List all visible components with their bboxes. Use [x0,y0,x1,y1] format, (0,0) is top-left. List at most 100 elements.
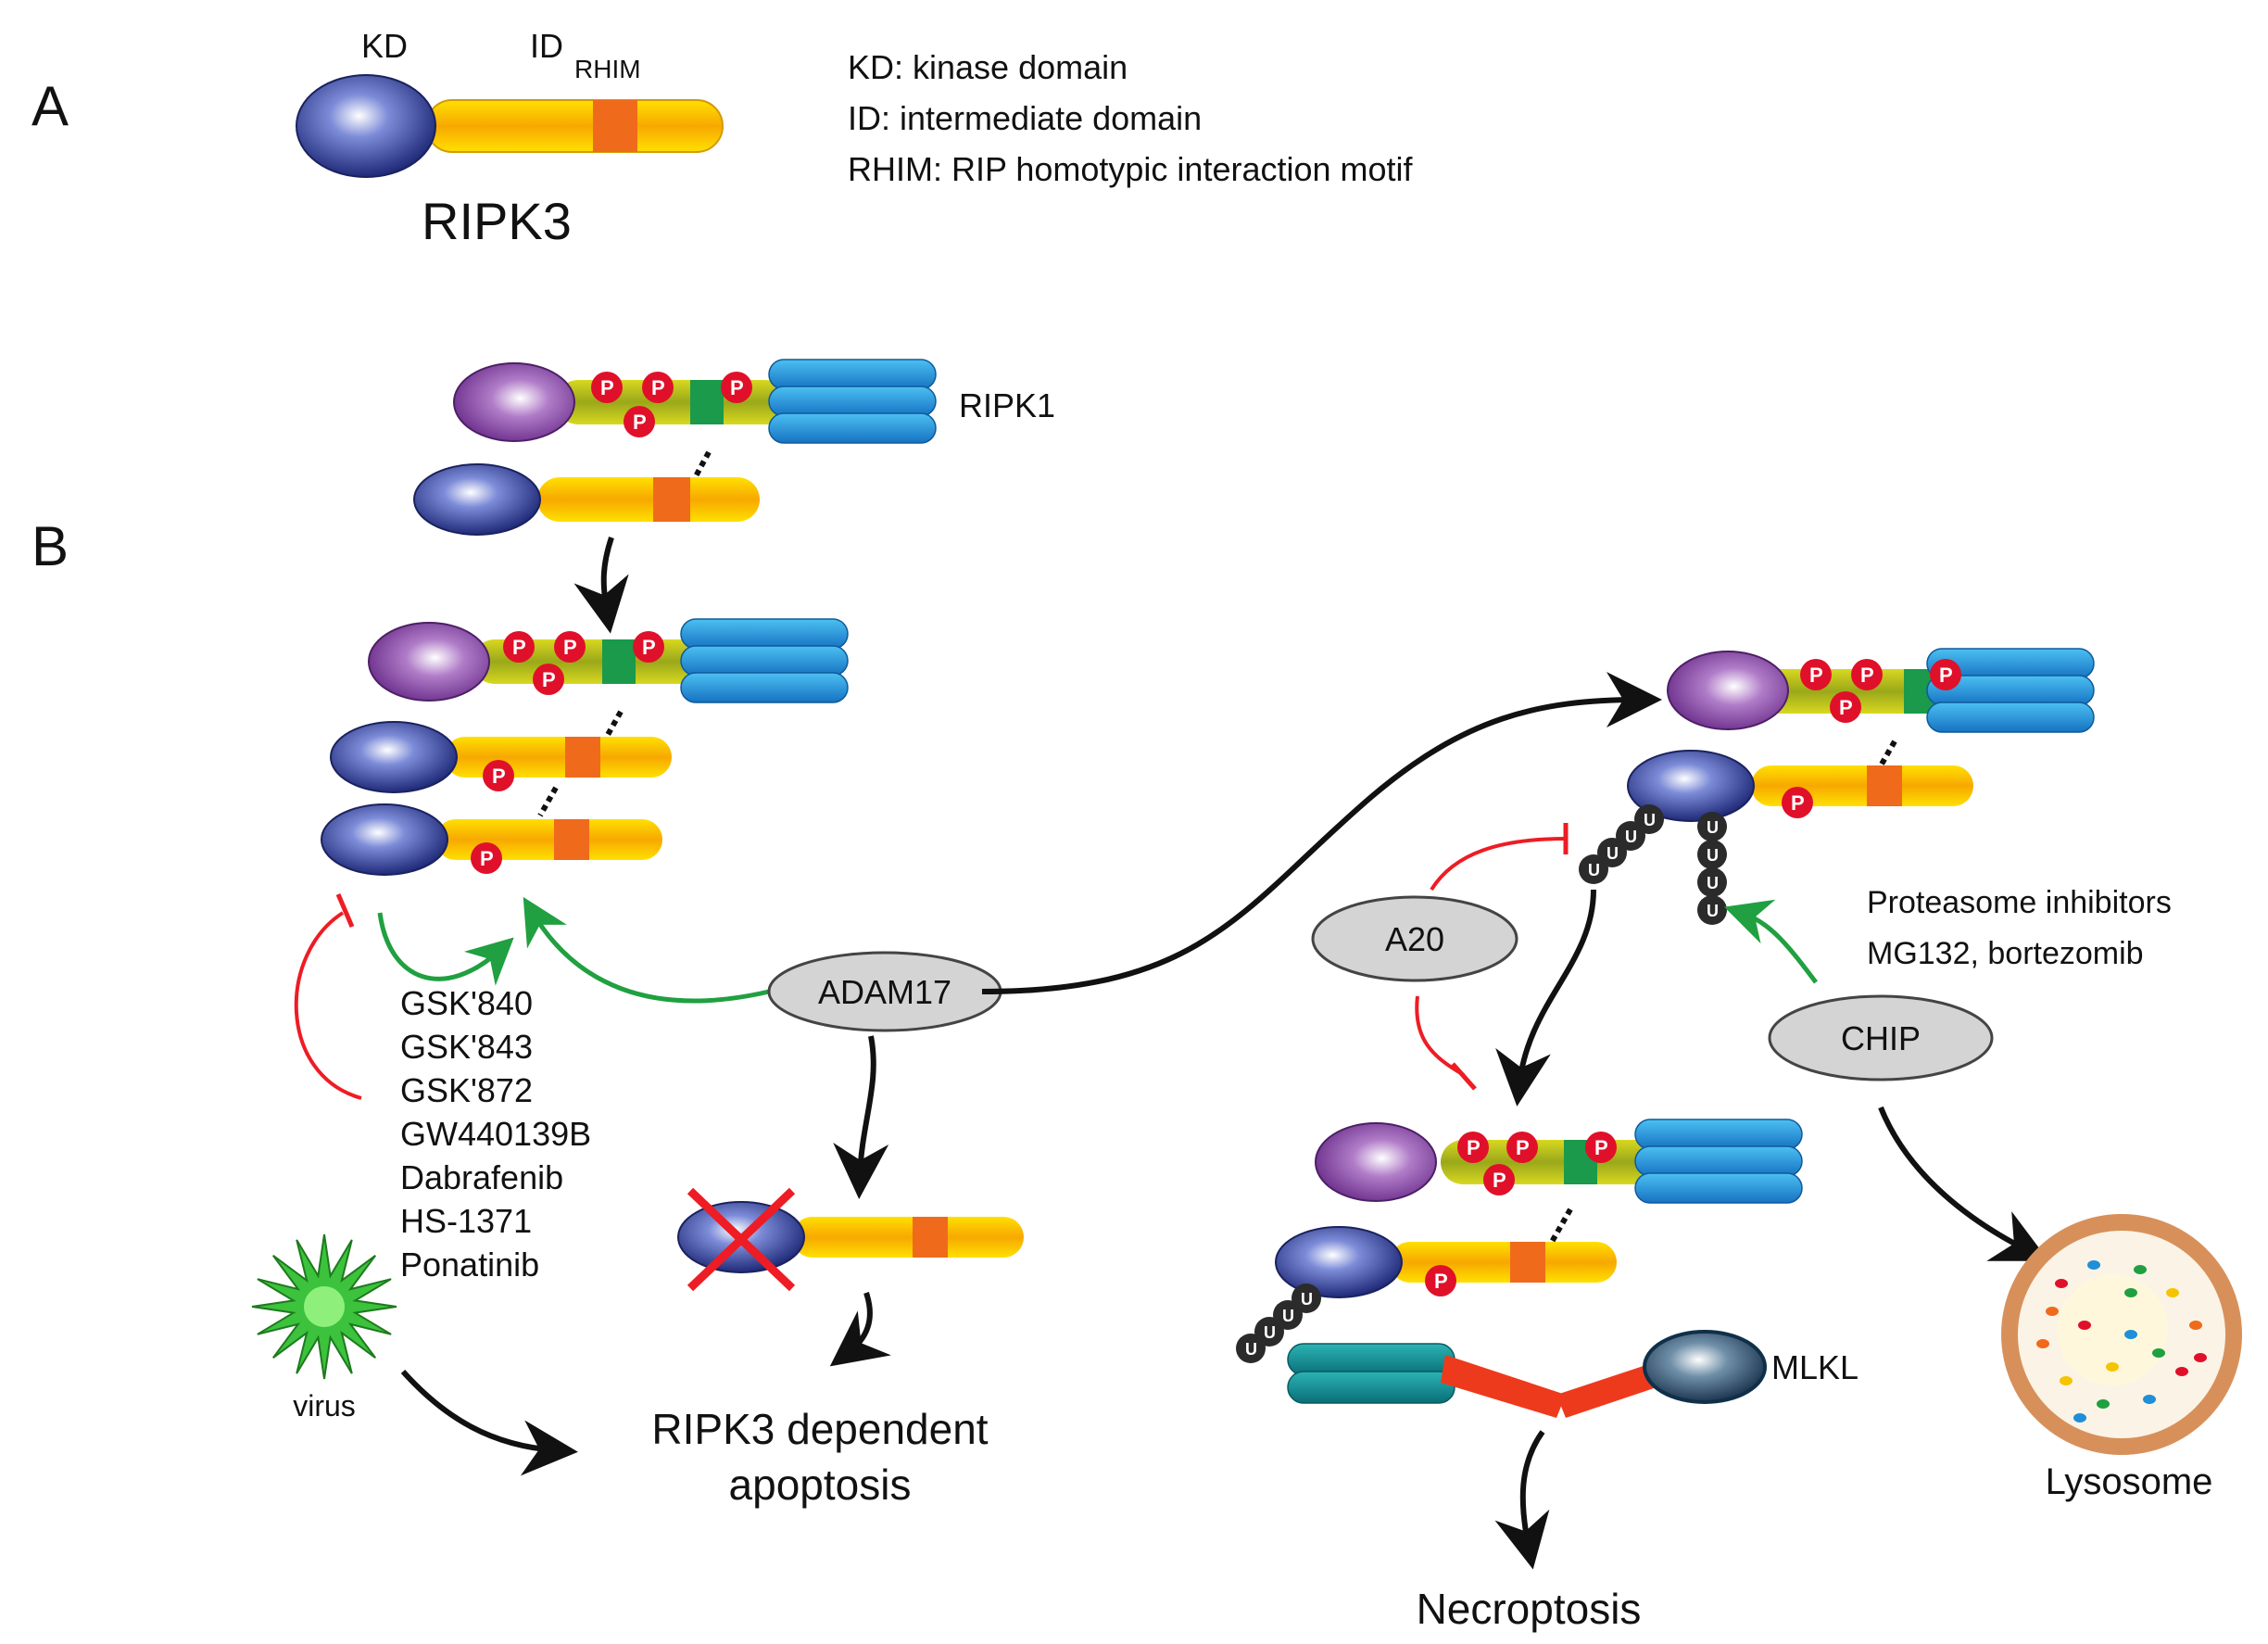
necroptosis-complex-arrow [1495,889,1596,1107]
legend-kd: KD: kinase domain [848,48,1128,86]
necrosome-complex: P P P P P U U U U [1236,1119,1803,1363]
svg-text:P: P [1493,1169,1506,1192]
cleavage-arrow [833,1035,889,1199]
kinase-domain-icon [296,74,436,178]
phospho-site: P [624,406,655,437]
adam17-node: ADAM17 [767,951,1002,1032]
svg-text:P: P [1939,664,1953,687]
svg-text:U: U [1707,818,1719,837]
legend-id: ID: intermediate domain [848,99,1202,137]
phospho-site: P [633,631,664,663]
lysosome-icon [2001,1214,2242,1455]
phospho-site: P [1930,659,1961,690]
ubiquitin-chain-icon: U U U U [1697,812,1727,925]
inhibitor-item: GSK'840 [400,984,533,1022]
panel-a-label: A [32,75,69,137]
virus-icon [251,1233,397,1380]
svg-text:P: P [1434,1270,1448,1293]
rhim-label: RHIM [574,55,641,83]
svg-text:U: U [1245,1340,1257,1359]
death-domain-icon [768,359,937,444]
inhibitor-item: Ponatinib [400,1246,539,1284]
virus-arrow [400,1369,578,1476]
phospho-site: P [471,842,502,874]
inhibitor-item: GSK'843 [400,1028,533,1066]
lysosome-cargo-dot [2152,1348,2165,1358]
svg-text:P: P [563,636,577,659]
ripk1-ripk3-complex-initial: P P P P [413,359,937,536]
phospho-site: P [591,372,623,403]
lysosome-cargo-dot [2189,1321,2202,1330]
phospho-site: P [503,631,535,663]
activation-arrow [573,537,629,634]
lysosome-cargo-dot [2046,1307,2059,1316]
lysosome-label: Lysosome [2046,1461,2213,1502]
svg-text:U: U [1301,1290,1313,1309]
svg-text:U: U [1707,874,1719,892]
svg-text:U: U [1707,902,1719,920]
phospho-site: P [1483,1164,1515,1195]
phospho-site: P [1800,659,1832,690]
svg-text:P: P [1860,664,1874,687]
inhibition-bar [335,893,355,928]
kd-label: KD [361,27,408,65]
ubiquitin-chain-icon: U U U U [1579,804,1664,884]
mlkl-label: MLKL [1771,1348,1858,1386]
adam17-to-complex-arrow [981,672,1662,994]
svg-text:P: P [1809,664,1823,687]
lysosome-cargo-dot [2166,1288,2179,1297]
svg-text:P: P [480,847,494,870]
phospho-site: P [1851,659,1883,690]
phospho-site: P [1830,691,1861,723]
svg-text:U: U [1282,1307,1294,1325]
phospho-site: P [1425,1265,1456,1296]
svg-text:A20: A20 [1385,920,1444,958]
svg-text:P: P [1839,696,1853,719]
phospho-site: P [554,631,586,663]
lysosome-cargo-dot [2124,1330,2137,1339]
svg-text:P: P [1594,1136,1608,1159]
ripk3-domain-map [296,74,724,178]
svg-text:U: U [1644,811,1656,829]
svg-text:ADAM17: ADAM17 [818,973,951,1011]
svg-text:U: U [1588,861,1600,879]
phospho-site: P [642,372,674,403]
svg-text:P: P [1791,791,1805,815]
promote-arrow [377,912,514,986]
svg-text:U: U [1707,846,1719,865]
lysosome-cargo-dot [2124,1288,2137,1297]
lysosome-cargo-dot [2175,1367,2188,1376]
proteasome-line2: MG132, bortezomib [1867,936,2144,971]
inhibition-bar [1451,1062,1477,1091]
svg-text:P: P [1516,1136,1530,1159]
proteasome-line1: Proteasome inhibitors [1867,885,2172,920]
phospho-site: P [1506,1132,1538,1163]
lysosome-cargo-dot [2194,1353,2207,1362]
cross-mark-icon [687,1187,796,1292]
ripk3-title: RIPK3 [422,192,572,250]
svg-text:U: U [1264,1323,1276,1342]
svg-text:P: P [512,636,526,659]
lysosome-cargo-dot [2143,1395,2156,1404]
inhibitor-item: GW440139B [400,1115,591,1153]
svg-text:P: P [492,765,506,788]
cleaved-ripk3 [677,1187,1024,1292]
ripk1-label: RIPK1 [959,386,1055,424]
lysosome-arrow [1878,1106,2049,1261]
svg-text:CHIP: CHIP [1841,1019,1921,1057]
inhibitor-block-line [294,911,362,1100]
lysosome-cargo-dot [2087,1260,2100,1270]
virus-label: virus [293,1389,356,1423]
ubiquitinated-complex: P P P P P U U U U U U U U [1579,648,2095,925]
phospho-site: P [721,372,752,403]
ubiquitin-chain-icon: U U U U [1236,1284,1321,1363]
a20-inhibit-line [1430,837,1567,892]
legend-rhim: RHIM: RIP homotypic interaction motif [848,150,1414,188]
adam17-promote-arrow [523,896,770,1004]
a20-inhibit-line [1415,995,1465,1077]
lysosome-cargo-dot [2060,1376,2073,1385]
lysosome-cargo-dot [2036,1339,2049,1348]
ripk3-oligomer-complex: P P P P P P [321,618,849,876]
lysosome-cargo-dot [2106,1362,2119,1372]
